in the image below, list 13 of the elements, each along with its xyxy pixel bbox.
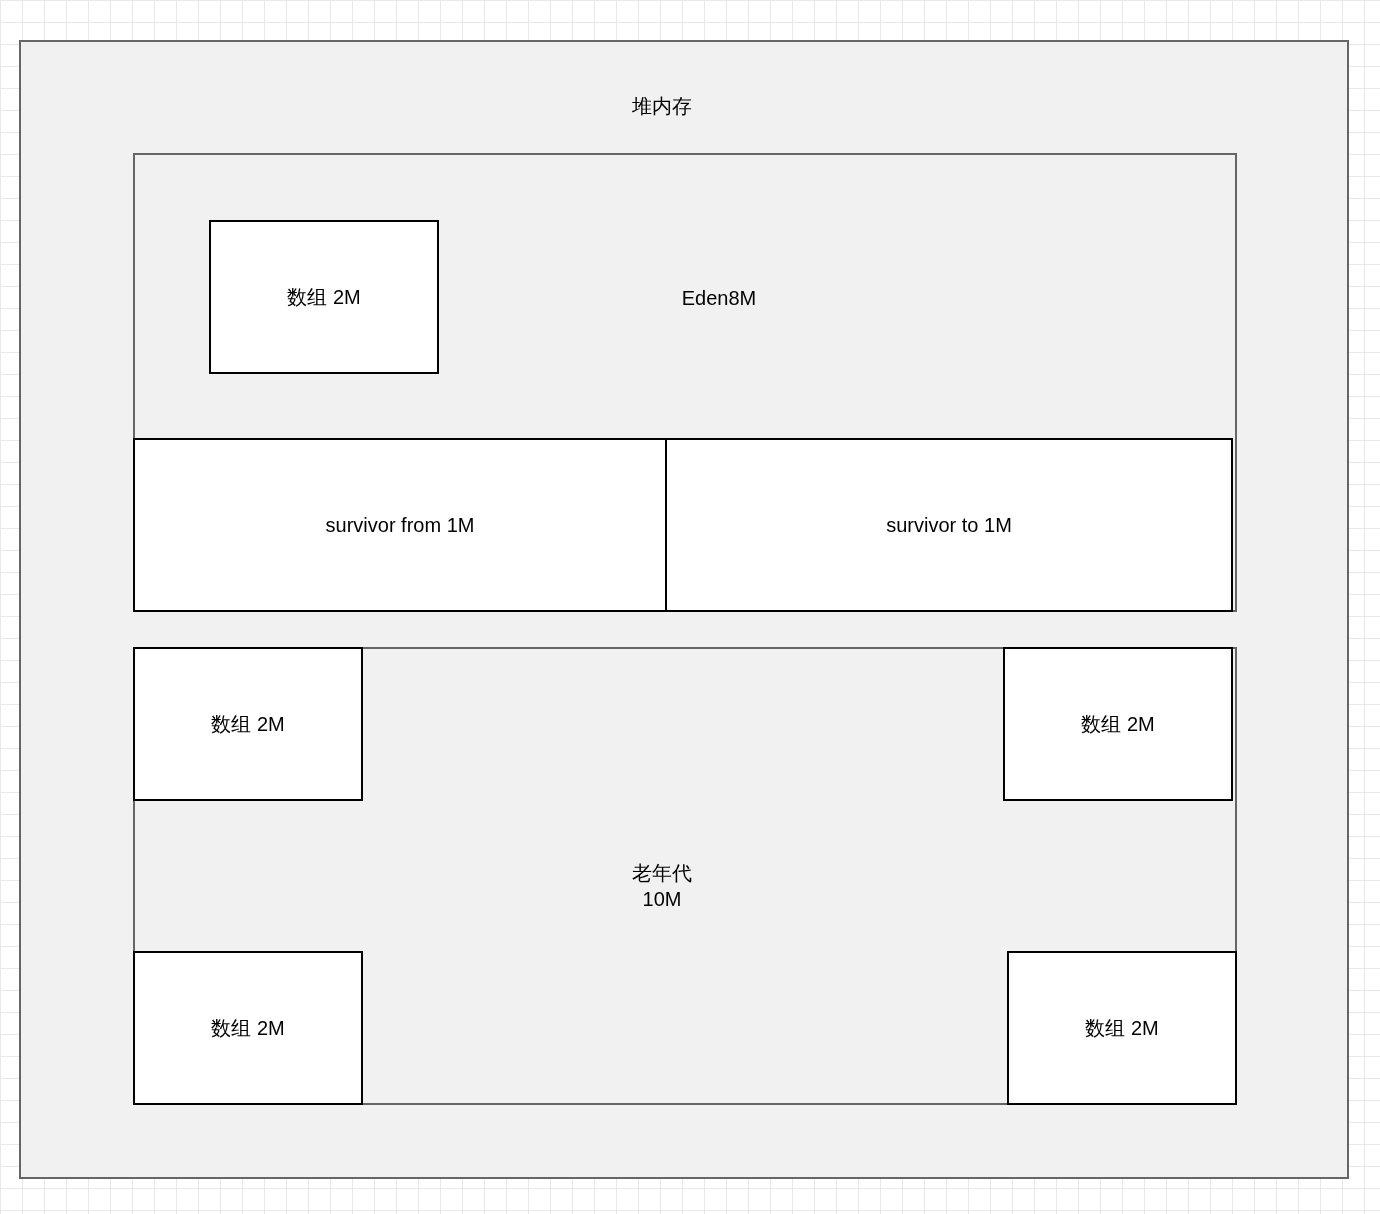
survivor-space: survivor to 1M bbox=[665, 438, 1233, 612]
array-block: 数组 2M bbox=[209, 220, 439, 374]
eden-label: Eden8M bbox=[681, 286, 757, 311]
eden-region bbox=[133, 153, 1237, 612]
array-block: 数组 2M bbox=[133, 647, 363, 801]
survivor-space: survivor from 1M bbox=[133, 438, 667, 612]
array-block: 数组 2M bbox=[1007, 951, 1237, 1105]
array-block: 数组 2M bbox=[1003, 647, 1233, 801]
old-generation-region bbox=[133, 647, 1237, 1105]
old-generation-label: 老年代 10M bbox=[631, 861, 693, 912]
array-block: 数组 2M bbox=[133, 951, 363, 1105]
heap-panel bbox=[19, 40, 1349, 1179]
heap-title: 堆内存 bbox=[632, 94, 692, 119]
